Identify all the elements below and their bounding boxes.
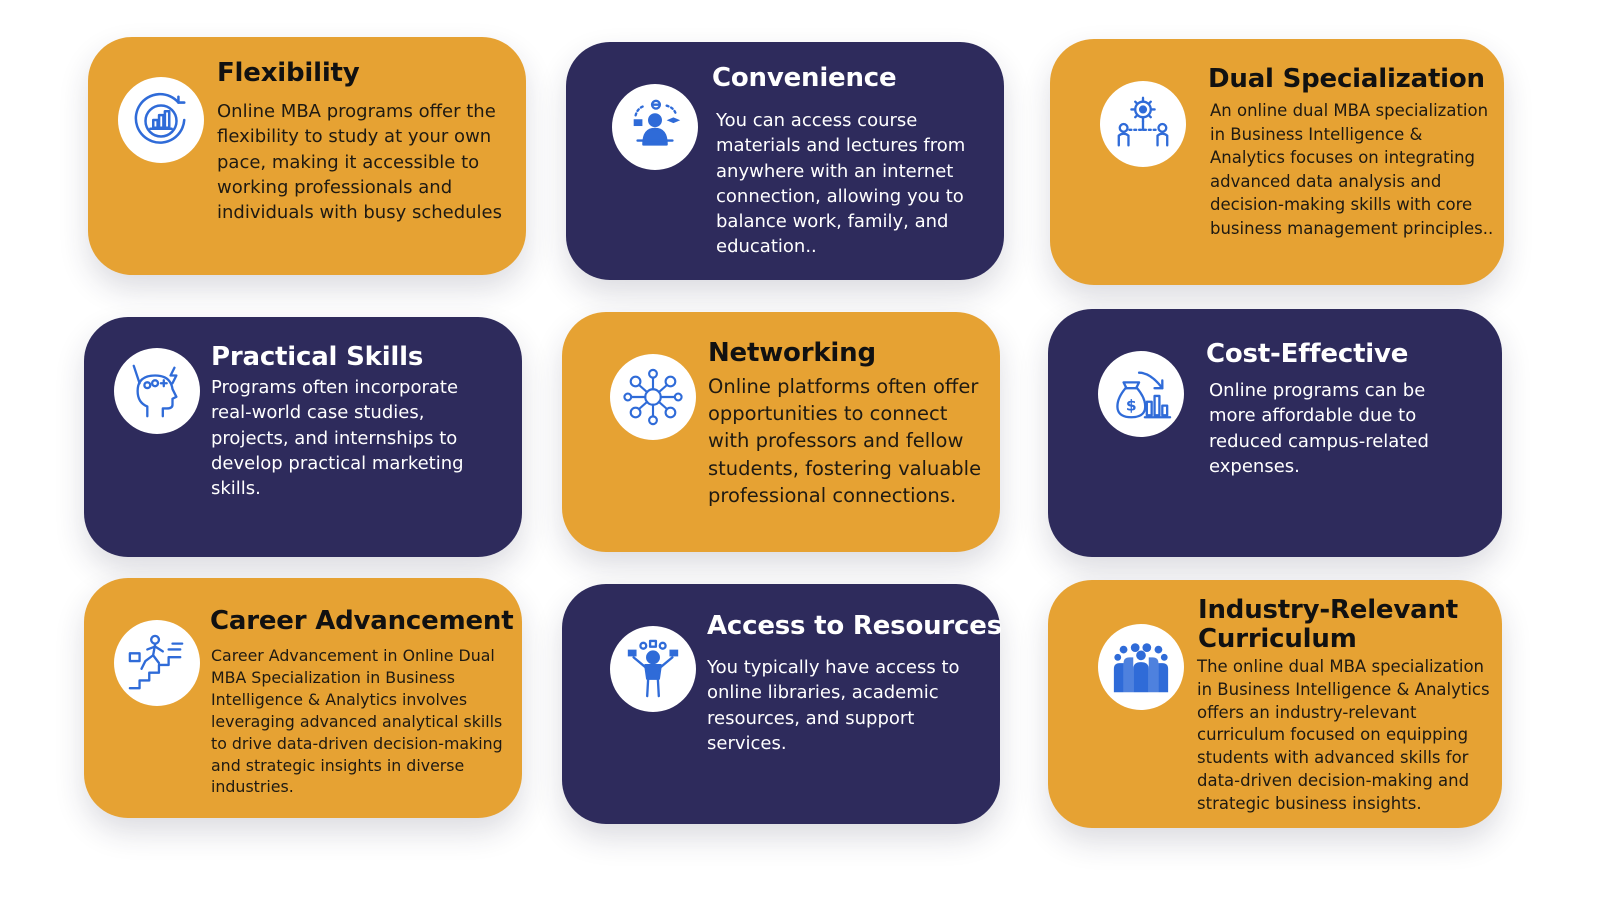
icon-badge [612, 84, 698, 170]
money-bag-chart-icon: $ [1116, 371, 1172, 419]
icon-badge [114, 348, 200, 434]
specialization-gear-icon [1117, 96, 1169, 147]
card-description: The online dual MBA specialization in Bu… [1197, 657, 1490, 813]
card-description: Online platforms often offer opportuniti… [708, 375, 982, 507]
card-flexibility: Flexibility Online MBA programs offer th… [88, 37, 526, 275]
card-access-to-resources: Access to Resources You typically have a… [562, 584, 1002, 824]
icon-badge [1100, 81, 1186, 167]
card-description: Online programs can be more affordable d… [1209, 380, 1429, 477]
professionals-group-icon [1113, 643, 1169, 693]
icon-badge [118, 77, 204, 163]
card-title: Access to Resources [707, 611, 1002, 641]
icon-badge [1098, 624, 1184, 710]
card-dual-specialization: Dual Specialization An online dual MBA s… [1050, 39, 1504, 285]
card-description: Career Advancement in Online Dual MBA Sp… [211, 646, 503, 797]
growth-chart-icon [134, 92, 186, 144]
icon-badge [610, 354, 696, 440]
card-networking: Networking Online platforms often offer … [562, 312, 1000, 552]
card-description: Programs often incorporate real-world ca… [211, 377, 464, 500]
icon-badge: $ [1098, 351, 1184, 437]
card-title: Flexibility [217, 58, 360, 88]
card-title: Dual Specialization [1208, 64, 1485, 94]
svg-text:$: $ [1126, 396, 1137, 414]
card-description: You typically have access to online libr… [707, 657, 960, 754]
remote-learner-icon [633, 99, 681, 146]
icon-badge [114, 620, 200, 706]
card-practical-skills: Practical Skills Programs often incorpor… [84, 317, 522, 557]
card-title: Cost-Effective [1206, 339, 1409, 369]
card-convenience: Convenience You can access course materi… [566, 42, 1004, 280]
card-description: You can access course materials and lect… [716, 110, 966, 258]
card-title: Networking [708, 338, 876, 368]
card-cost-effective: $ Cost-Effective Online programs can be … [1048, 309, 1502, 557]
card-title: Career Advancement [210, 606, 514, 636]
head-ideas-icon [132, 364, 178, 418]
card-title: Industry-Relevant Curriculum [1198, 595, 1459, 654]
network-icon [623, 368, 683, 426]
icon-badge [610, 626, 696, 712]
card-description: Online MBA programs offer the flexibilit… [217, 101, 502, 224]
career-stairs-icon [128, 634, 184, 690]
card-industry-relevant-curriculum: Industry-Relevant Curriculum The online … [1048, 580, 1502, 828]
card-career-advancement: Career Advancement Career Advancement in… [84, 578, 522, 818]
card-title: Convenience [712, 63, 897, 93]
card-description: An online dual MBA specialization in Bus… [1210, 101, 1494, 238]
resources-person-icon [627, 639, 679, 698]
card-title: Practical Skills [211, 342, 424, 372]
